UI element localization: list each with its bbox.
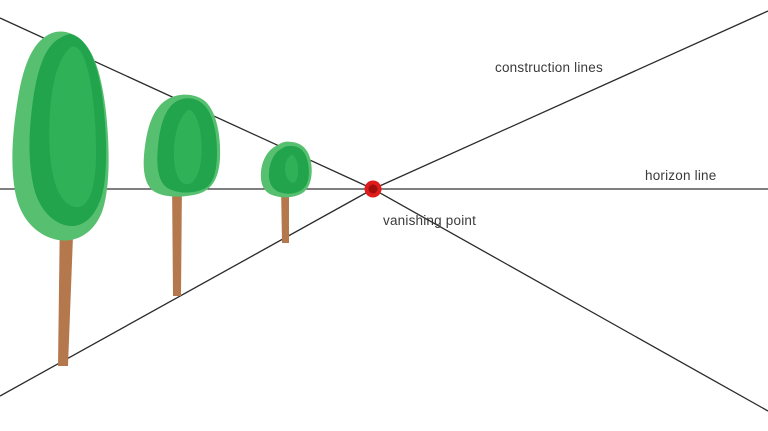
- tree-medium: [143, 94, 221, 296]
- diagram-labels-group: construction lines horizon line vanishin…: [383, 60, 716, 228]
- construction-lines-label: construction lines: [495, 60, 603, 75]
- tree-trunk: [58, 210, 74, 366]
- construction-line-upper-right: [372, 10, 768, 190]
- tree-small: [260, 141, 312, 243]
- tree-large: [12, 31, 109, 366]
- vanishing-point-label: vanishing point: [383, 213, 476, 228]
- vanishing-point-marker: [364, 180, 382, 198]
- tree-canopy-highlight: [49, 46, 96, 208]
- tree-canopy-highlight: [174, 109, 202, 185]
- tree-trunk: [281, 186, 289, 243]
- tree-trunk: [172, 180, 182, 296]
- vanishing-point-inner-dot: [368, 184, 378, 194]
- construction-lines-group: [0, 10, 768, 412]
- tree-canopy-highlight: [285, 154, 299, 183]
- horizon-line-label: horizon line: [645, 168, 716, 183]
- construction-line-lower-right: [372, 188, 768, 412]
